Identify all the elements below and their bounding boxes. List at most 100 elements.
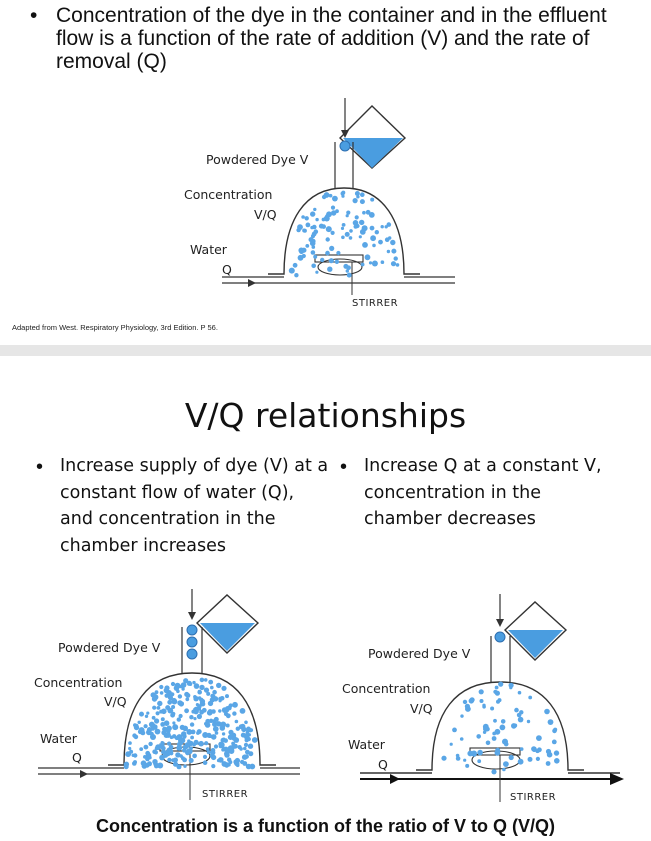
dye-particle [176, 689, 180, 694]
dye-particle [349, 229, 353, 233]
dye-particle [176, 764, 182, 770]
dye-particle [133, 753, 138, 758]
dye-particle [165, 732, 171, 738]
dye-particle [207, 709, 213, 714]
dye-particle [288, 267, 295, 274]
dye-particle [386, 249, 391, 254]
dye-particle [159, 709, 164, 714]
dye-particle [216, 721, 222, 727]
dye-particle [190, 735, 195, 740]
dye-particle [388, 236, 392, 240]
dye-particle [206, 750, 211, 755]
dye-particle [502, 767, 506, 772]
dye-particle [545, 761, 551, 766]
dye-particle [341, 194, 345, 198]
dye-particle [163, 720, 170, 726]
label-stirrer: STIRRER [202, 789, 249, 800]
dye-particle [210, 734, 217, 740]
dye-particle [221, 732, 226, 736]
dye-particle [192, 680, 196, 685]
dye-particle [173, 757, 178, 763]
dye-particle [210, 750, 216, 756]
dye-particle [243, 746, 247, 751]
dye-particle [362, 210, 366, 215]
dye-particle [292, 262, 298, 268]
dye-particles [123, 677, 258, 770]
dye-particle [144, 714, 149, 718]
dye-particle [302, 228, 307, 233]
dye-particle [553, 750, 560, 756]
dye-particle [159, 691, 164, 695]
dye-particle [378, 239, 383, 245]
dye-particle [210, 685, 214, 690]
dye-particle [341, 235, 345, 240]
dye-particle [355, 223, 360, 229]
dye-particle [343, 263, 349, 269]
dye-particle [479, 699, 484, 703]
dye-particle [310, 250, 316, 255]
dye-particle [153, 761, 159, 767]
dye-particle [531, 746, 537, 752]
dye-particle [535, 756, 540, 761]
dye-particle [345, 269, 349, 273]
dye-particle [218, 696, 223, 702]
dye-particle [499, 724, 506, 731]
dye-particle [193, 696, 199, 702]
dye-particle [340, 226, 345, 230]
dye-particle [225, 723, 230, 728]
dye-particle [325, 250, 330, 256]
bullet-marker: • [36, 456, 44, 478]
dye-particle [167, 699, 173, 705]
dye-particle [139, 711, 144, 717]
dye-particle [145, 756, 150, 762]
dye-particle [216, 682, 222, 689]
dye-particle [181, 687, 185, 691]
dye-particle [219, 742, 225, 748]
dye-funnel [338, 98, 407, 169]
dye-particle [455, 756, 461, 761]
label-concentration: Concentration [34, 675, 123, 690]
dye-particle [211, 694, 216, 699]
dye-particle [467, 750, 474, 757]
dye-funnel [186, 589, 260, 660]
dye-particle [225, 708, 229, 713]
dye-particle [151, 696, 158, 702]
dye-particle [494, 690, 500, 696]
dye-particle [340, 191, 345, 196]
dye-particle [201, 707, 207, 713]
dye-particle [171, 705, 176, 709]
dye-particle [218, 757, 224, 763]
dye-particle [354, 215, 359, 220]
label-powdered-dye: Powdered Dye V [58, 640, 161, 655]
dye-particle [249, 763, 256, 770]
dye-particle [178, 701, 184, 707]
dye-particle [179, 684, 183, 689]
dye-particle [212, 689, 217, 695]
dye-particle [517, 690, 522, 695]
dye-particle [154, 690, 159, 695]
dye-particle [146, 729, 152, 736]
dye-particle [311, 263, 317, 269]
dye-particle [203, 678, 208, 682]
dye-particle [184, 708, 190, 714]
dye-particle [380, 260, 385, 264]
label-stirrer: STIRRER [510, 792, 557, 803]
dye-particle [365, 209, 371, 215]
dye-particle [232, 743, 238, 749]
dye-particle [202, 760, 208, 765]
dye-particle [152, 705, 157, 710]
dye-particle [545, 748, 552, 755]
dye-particle [184, 691, 190, 697]
dye-particle [298, 247, 305, 254]
dye-particle [328, 258, 334, 264]
dye-particle [143, 744, 149, 750]
dye-particle [154, 718, 160, 724]
dye-particle [146, 711, 150, 715]
dye-particle [452, 727, 457, 733]
dye-particle [189, 722, 195, 727]
dye-particle [169, 735, 174, 740]
dye-particle [214, 731, 219, 735]
dye-particle [189, 715, 194, 720]
dye-particle [491, 736, 497, 741]
dye-particle [199, 684, 205, 691]
